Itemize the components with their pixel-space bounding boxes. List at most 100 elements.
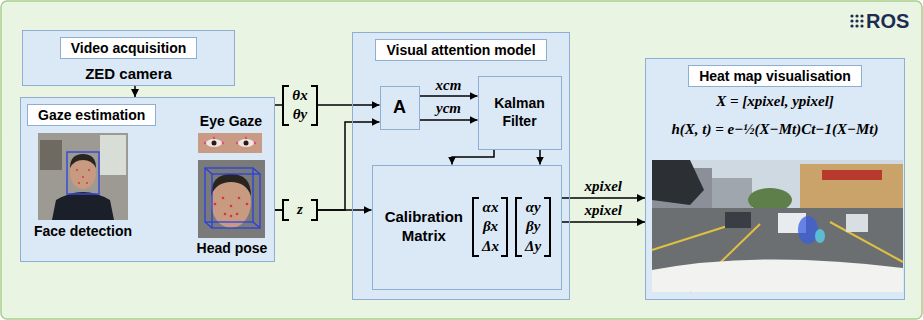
edge-label-holder: xpixel <box>583 202 625 219</box>
landmark-dot <box>76 169 78 171</box>
landmark-dots <box>76 169 90 184</box>
landmark-dot <box>204 142 206 144</box>
box-fill <box>22 30 235 86</box>
landmark-dot <box>224 213 227 216</box>
edge-label-holder: z <box>282 199 318 221</box>
label-holder: X = [xpixel, ypixel] <box>650 92 900 110</box>
car <box>725 212 751 228</box>
image-caption: Eye Gaze <box>196 113 266 129</box>
image-caption: Head pose <box>196 240 268 256</box>
edge-label: ycm <box>434 100 463 117</box>
eye <box>238 139 254 147</box>
connector-arrow <box>420 119 478 121</box>
car-hood <box>652 259 903 292</box>
matrix-vector: αx βx Δx <box>472 197 508 258</box>
label-holder: ROS <box>866 10 916 32</box>
car <box>846 214 868 232</box>
landmark-dot <box>238 197 241 200</box>
face-detection-photo <box>38 133 128 220</box>
edge-label: xcm <box>434 77 464 94</box>
landmark-dot <box>86 182 88 184</box>
edge-label-holder: xcm <box>434 77 464 94</box>
shop-sign <box>822 170 882 180</box>
pose-box-edges <box>205 168 260 228</box>
label-holder: Head pose <box>196 240 268 256</box>
logo-text: ROS <box>866 10 916 32</box>
connector-arrow <box>275 122 380 210</box>
landmark-dot <box>236 142 238 144</box>
landmark-dot <box>78 182 80 184</box>
logo-dot <box>860 24 863 27</box>
landmark-dot <box>245 137 247 139</box>
logo-dot <box>855 14 858 17</box>
landmark-dot <box>236 213 239 216</box>
lane-lines <box>652 222 903 292</box>
eye-landmarks <box>204 137 256 144</box>
landmark-dot <box>246 203 249 206</box>
logo-dot <box>850 14 853 17</box>
edge-label: xpixel <box>583 178 625 195</box>
logo-dot <box>850 19 853 22</box>
photo-wall <box>38 133 128 220</box>
head-pose-photo <box>198 160 265 238</box>
box-fill <box>645 58 905 300</box>
landmark-dot <box>88 169 90 171</box>
edge-label-holder: θx θy <box>282 85 318 126</box>
landmark-dot <box>214 203 217 206</box>
photo-shelf <box>40 140 62 170</box>
landmark-dot <box>254 142 256 144</box>
process-box: A <box>380 86 420 130</box>
box-fill <box>20 97 275 262</box>
box-fill <box>380 86 420 130</box>
pupil <box>244 141 249 146</box>
box-fills <box>20 30 905 300</box>
panel: Video acquisitionZED camera <box>22 30 235 86</box>
pose-landmarks <box>214 197 249 218</box>
landmark-dot <box>222 197 225 200</box>
logo-dot <box>850 24 853 27</box>
matrix-box: Calibration Matrixαx βx Δxαy βy Δy <box>372 165 562 290</box>
connector-arrow <box>134 86 136 97</box>
photo-hair <box>70 154 96 168</box>
edge-label-holder: ycm <box>434 100 463 117</box>
label-holder: h(X, t) = e−½(X−Mt)Ct−1(X−Mt) <box>650 120 900 138</box>
image-caption: Face detection <box>30 223 136 239</box>
formula: X = [xpixel, ypixel] <box>650 92 900 110</box>
pose-box <box>212 174 260 228</box>
eye <box>206 139 222 147</box>
mirror <box>652 160 704 205</box>
landmark-dot <box>222 142 224 144</box>
eye-gaze-photo <box>198 133 262 153</box>
face-box <box>67 152 99 194</box>
panel-title: Gaze estimation <box>27 104 156 126</box>
formula: h(X, t) = e−½(X−Mt)Ct−1(X−Mt) <box>650 120 900 138</box>
landmark-dot <box>213 137 215 139</box>
box-label: A <box>393 97 406 118</box>
edge-label-holder: xpixel <box>583 178 625 195</box>
pose-hair <box>211 174 251 196</box>
edge-label: xpixel <box>583 202 625 219</box>
heat-blob <box>815 229 825 243</box>
matrix-vector: αy βy Δy <box>515 197 551 258</box>
building <box>712 178 752 210</box>
logo-dot <box>855 24 858 27</box>
landmark-dot <box>82 176 84 178</box>
ros-logo-dots <box>850 14 863 27</box>
label-holder: Eye Gaze <box>196 113 266 129</box>
heat-blob <box>798 216 818 244</box>
eye-skin <box>198 133 262 153</box>
building <box>800 164 903 212</box>
sky <box>652 160 903 292</box>
landmark-dot <box>230 205 233 208</box>
photo-shirt <box>52 192 114 220</box>
label-holder: Face detection <box>30 223 136 239</box>
landmark-dot <box>230 215 233 218</box>
panel-title: Visual attention model <box>375 39 546 61</box>
connector-arrow <box>420 95 478 97</box>
panel: Visual attention modelAKalman FilterCali… <box>352 32 570 300</box>
road <box>652 208 903 292</box>
connector-arrow <box>562 221 646 223</box>
